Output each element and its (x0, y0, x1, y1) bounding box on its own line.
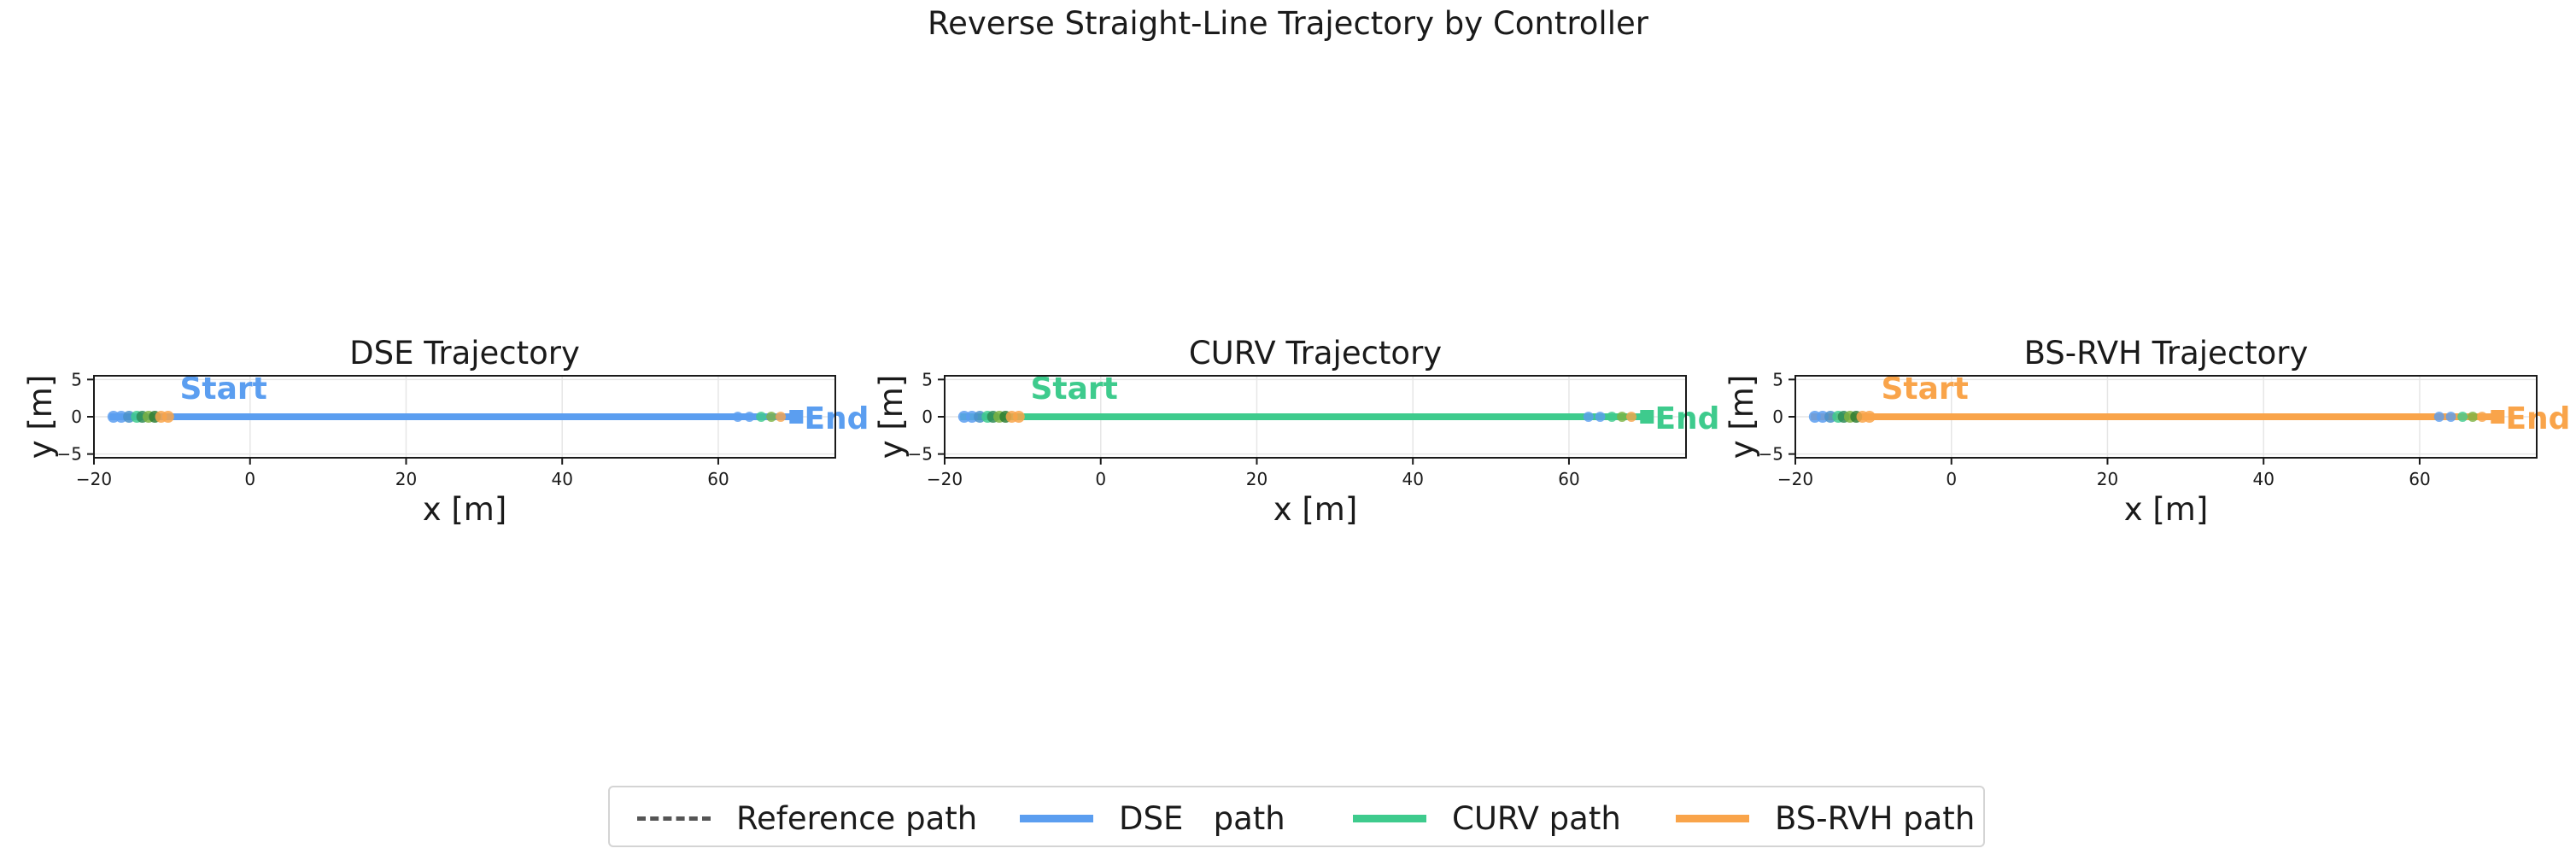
y-axis-label: y [m] (873, 375, 910, 459)
x-tick-label: 40 (551, 469, 572, 489)
y-tick-label: −5 (57, 444, 82, 465)
legend-swatch-reference (637, 816, 711, 821)
x-tick-label: 0 (244, 469, 255, 489)
legend-swatch-dse (1020, 814, 1093, 822)
legend-label-curv: CURV path (1452, 799, 1621, 837)
y-tick-label: 5 (1772, 369, 1783, 389)
end-marker (776, 412, 787, 422)
legend: Reference path DSE path CURV path BS-RVH… (608, 786, 1985, 847)
x-axis-label: x [m] (1273, 491, 1358, 528)
subplot-title: DSE Trajectory (349, 335, 580, 371)
y-tick-label: 5 (922, 369, 933, 389)
subplot-title: CURV Trajectory (1189, 335, 1442, 371)
y-tick-label: −5 (908, 444, 933, 465)
subplot-title: BS-RVH Trajectory (2024, 335, 2309, 371)
legend-swatch-curv (1353, 814, 1426, 822)
x-axis-label: x [m] (423, 491, 507, 528)
end-marker (1617, 412, 1628, 422)
x-tick-label: 40 (2252, 469, 2274, 489)
end-square-marker (2491, 410, 2505, 424)
end-square-marker (1640, 410, 1654, 424)
end-marker (1607, 412, 1618, 422)
end-marker (2433, 412, 2444, 422)
x-tick-label: −20 (1777, 469, 1813, 489)
end-marker (2445, 412, 2456, 422)
y-axis-label: y [m] (22, 375, 59, 459)
x-tick-label: 0 (1095, 469, 1106, 489)
x-tick-label: −20 (76, 469, 112, 489)
x-tick-label: −20 (927, 469, 963, 489)
y-tick-label: 0 (71, 407, 82, 427)
start-label: Start (180, 371, 267, 407)
legend-item-reference: Reference path (637, 787, 977, 849)
end-marker (756, 412, 767, 422)
legend-label-dse: DSE path (1119, 799, 1285, 837)
legend-item-curv: CURV path (1353, 787, 1621, 849)
y-tick-label: −5 (1759, 444, 1783, 465)
x-tick-label: 20 (2097, 469, 2118, 489)
legend-item-dse: DSE path (1020, 787, 1285, 849)
legend-label-bsrvh: BS-RVH path (1775, 799, 1976, 837)
x-tick-label: 60 (1558, 469, 1579, 489)
y-tick-label: 5 (71, 369, 82, 389)
end-marker (766, 412, 777, 422)
end-marker (1583, 412, 1594, 422)
start-marker (1863, 411, 1876, 423)
x-tick-label: 60 (707, 469, 729, 489)
x-tick-label: 20 (395, 469, 417, 489)
legend-item-bsrvh: BS-RVH path (1676, 787, 1975, 849)
y-axis-label: y [m] (1724, 375, 1760, 459)
legend-label-reference: Reference path (736, 799, 978, 837)
start-label: Start (1882, 371, 1969, 407)
end-label: End (2505, 401, 2570, 436)
figure-title: Reverse Straight-Line Trajectory by Cont… (928, 5, 1649, 42)
start-label: Start (1031, 371, 1118, 407)
x-tick-label: 60 (2409, 469, 2430, 489)
x-tick-label: 20 (1246, 469, 1268, 489)
end-marker (2468, 412, 2479, 422)
end-label: End (1654, 401, 1719, 436)
start-marker (161, 411, 174, 423)
start-marker (1012, 411, 1025, 423)
end-marker (2477, 412, 2488, 422)
end-marker (744, 412, 755, 422)
x-axis-label: x [m] (2124, 491, 2209, 528)
end-label: End (804, 401, 869, 436)
end-square-marker (789, 410, 804, 424)
x-tick-label: 40 (1402, 469, 1423, 489)
y-tick-label: 0 (922, 407, 933, 427)
x-tick-label: 0 (1946, 469, 1957, 489)
end-marker (1595, 412, 1606, 422)
legend-swatch-bsrvh (1676, 814, 1749, 822)
end-marker (2457, 412, 2468, 422)
y-tick-label: 0 (1772, 407, 1783, 427)
end-marker (1626, 412, 1637, 422)
end-marker (732, 412, 743, 422)
